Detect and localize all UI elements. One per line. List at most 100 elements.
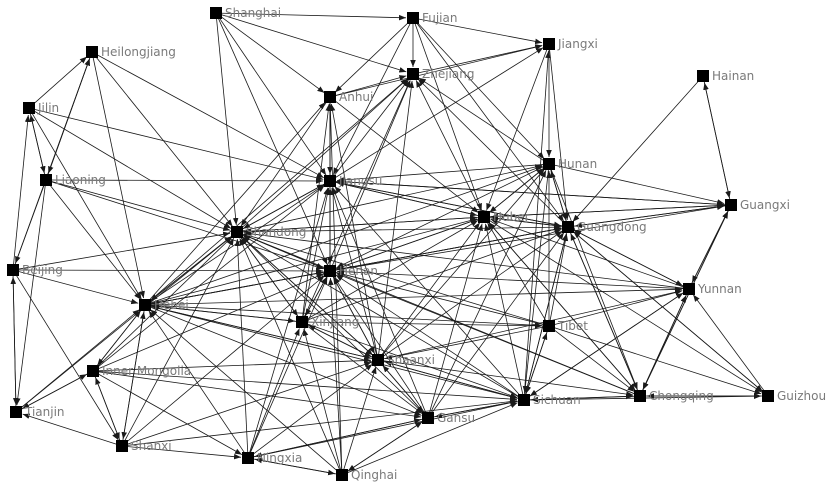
node-label-ningxia: Ningxia (257, 451, 302, 465)
edge-inner-mongolia-to-ningxia (94, 371, 243, 455)
node-sichuan[interactable] (518, 394, 530, 406)
node-shandong[interactable] (231, 226, 243, 238)
node-shaanxi[interactable] (372, 354, 384, 366)
edge-shanghai-to-zhejiang (217, 13, 407, 73)
node-fujian[interactable] (407, 12, 419, 24)
edge-shaanxi-to-chongqing (379, 359, 634, 397)
edge-liaoning-to-beijing (15, 181, 46, 264)
node-xinjiang[interactable] (296, 316, 308, 328)
node-ningxia[interactable] (242, 452, 254, 464)
edge-ningxia-to-sichuan (249, 400, 518, 458)
edge-hubei-to-guizhou (485, 217, 763, 393)
node-guizhou[interactable] (762, 390, 774, 402)
node-qinghai[interactable] (336, 469, 348, 481)
node-label-sichuan: Sichuan (533, 393, 581, 407)
edge-gansu-to-henan (333, 276, 428, 417)
edge-guangxi-to-hainan (703, 82, 731, 204)
edge-yunnan-to-shandong (243, 230, 688, 290)
node-tianjin[interactable] (10, 406, 22, 418)
edge-liaoning-to-tianjin (15, 181, 47, 406)
edge-shanxi-to-shandong (122, 238, 235, 445)
edge-jiangsu-to-zhejiang (330, 79, 410, 180)
edge-liaoning-to-hebei (46, 181, 142, 300)
edge-jilin-to-shandong (30, 108, 232, 229)
node-label-tibet: Tibet (557, 319, 588, 333)
edge-gansu-to-shaanxi (382, 365, 428, 417)
node-hainan[interactable] (697, 70, 709, 82)
edge-shandong-to-guangdong (238, 224, 562, 233)
edge-hebei-to-henan (146, 270, 324, 305)
node-inner-mongolia[interactable] (87, 365, 99, 377)
edge-inner-mongolia-to-henan (94, 273, 324, 371)
edge-beijing-to-shandong (14, 231, 231, 271)
node-liaoning[interactable] (40, 174, 52, 186)
node-jiangsu[interactable] (324, 175, 336, 187)
node-label-shanghai: Shanghai (225, 6, 281, 20)
node-label-fujian: Fujian (422, 11, 457, 25)
edge-inner-mongolia-to-sichuan (94, 370, 518, 402)
node-label-shandong: Shandong (246, 225, 306, 239)
node-label-zhejiang: Zhejiang (422, 67, 474, 81)
node-jilin[interactable] (23, 102, 35, 114)
edge-jilin-to-heilongjiang (30, 56, 88, 107)
edge-guangdong-to-zhejiang (417, 78, 567, 226)
edge-guangdong-to-guizhou (569, 227, 763, 392)
edge-jiangxi-to-guangdong (548, 45, 570, 221)
node-chongqing[interactable] (634, 390, 646, 402)
edge-beijing-to-hebei (14, 270, 139, 305)
node-hebei[interactable] (139, 299, 151, 311)
node-jiangxi[interactable] (543, 38, 555, 50)
edge-qinghai-to-anhui (327, 103, 343, 474)
edge-xinjiang-to-tibet (303, 321, 543, 329)
node-heilongjiang[interactable] (86, 46, 98, 58)
node-tibet[interactable] (543, 320, 555, 332)
node-zhejiang[interactable] (407, 68, 419, 80)
edge-guizhou-to-yunnan (692, 294, 768, 395)
edge-shaanxi-to-hubei (378, 222, 481, 359)
edge-hebei-to-sichuan (146, 305, 518, 400)
node-guangdong[interactable] (562, 221, 574, 233)
node-hunan[interactable] (543, 158, 555, 170)
edge-inner-mongolia-to-jiangsu (94, 185, 325, 371)
node-shanxi[interactable] (116, 440, 128, 452)
edge-chongqing-to-henan (336, 273, 639, 396)
edge-fujian-to-hunan (414, 19, 545, 160)
edge-liaoning-to-jilin (29, 114, 46, 179)
edge-yunnan-to-henan (336, 268, 688, 290)
edge-jiangsu-to-jiangxi (331, 47, 544, 181)
edge-heilongjiang-to-shandong (92, 53, 233, 227)
edge-chongqing-to-sichuan (530, 395, 639, 403)
edge-shanxi-to-henan (123, 275, 325, 446)
node-guangxi[interactable] (725, 199, 737, 211)
edge-shanxi-to-sichuan (123, 398, 518, 447)
edge-sichuan-to-henan (335, 274, 523, 400)
edge-shaanxi-to-hebei (151, 305, 377, 360)
node-shanghai[interactable] (210, 7, 222, 19)
edge-shanxi-to-ningxia (123, 445, 242, 460)
node-label-guangxi: Guangxi (740, 198, 790, 212)
node-gansu[interactable] (422, 412, 434, 424)
edge-tianjin-to-inner-mongolia (17, 373, 87, 412)
edge-xinjiang-to-hubei (303, 220, 479, 322)
edge-heilongjiang-to-jiangsu (93, 52, 324, 179)
edge-shandong-to-hubei (238, 215, 478, 233)
edge-inner-mongolia-to-shaanxi (94, 357, 372, 372)
edge-hunan-to-chongqing (549, 165, 638, 390)
node-henan[interactable] (324, 265, 336, 277)
edge-tibet-to-guizhou (550, 326, 762, 395)
edge-henan-to-guangxi (331, 204, 725, 272)
edge-shanghai-to-henan (216, 14, 328, 265)
node-beijing[interactable] (7, 264, 19, 276)
node-hubei[interactable] (478, 211, 490, 223)
node-anhui[interactable] (324, 91, 336, 103)
edge-shanghai-to-jiangsu (216, 14, 327, 176)
edge-hunan-to-zhejiang (418, 77, 548, 164)
node-yunnan[interactable] (683, 283, 695, 295)
edge-xinjiang-to-sichuan (303, 322, 518, 399)
node-label-yunnan: Yunnan (697, 282, 742, 296)
node-label-hubei: Hubei (493, 210, 528, 224)
node-label-hainan: Hainan (712, 69, 754, 83)
edge-qinghai-to-sichuan (343, 402, 518, 475)
edge-gansu-to-hunan (428, 170, 547, 417)
